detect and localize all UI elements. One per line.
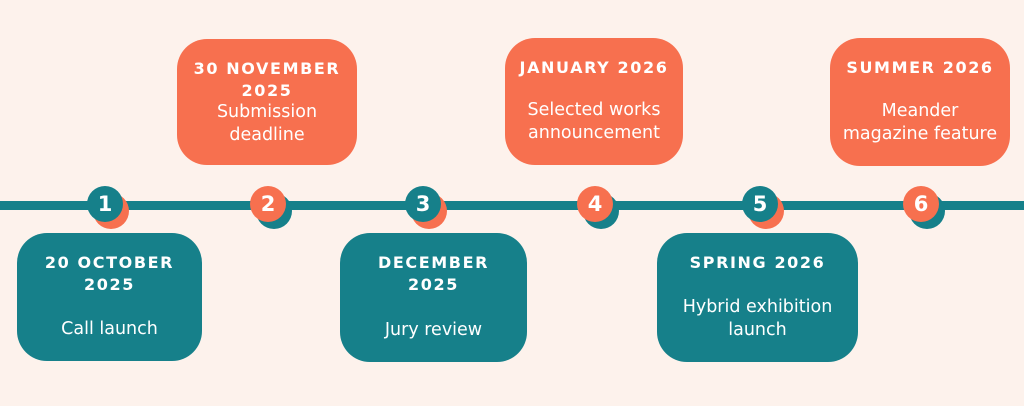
milestone-marker-1: 1 [87,186,123,222]
milestone-label: Meander magazine feature [842,100,998,144]
milestone-label: Call launch [61,318,158,339]
marker-number: 6 [913,191,929,216]
milestone-marker-6: 6 [903,186,939,222]
milestone-date: JANUARY 2026 [519,58,669,77]
marker-number: 2 [260,191,276,216]
milestone-marker-4: 4 [577,186,613,222]
milestone-date: SUMMER 2026 [846,58,994,77]
marker-number: 5 [752,191,768,216]
milestone-card-3: DECEMBER 2025 Jury review [340,233,527,362]
milestone-label: Jury review [384,319,483,340]
timeline-line [0,201,1024,210]
marker-number: 1 [97,191,113,216]
milestone-marker-3: 3 [405,186,441,222]
milestone-marker-2: 2 [250,186,286,222]
milestone-date: 20 OCTOBER 2025 [44,253,175,294]
marker-number: 4 [587,191,603,216]
milestone-marker-5: 5 [742,186,778,222]
milestone-label: Hybrid exhibition launch [682,296,833,340]
milestone-card-2: 30 NOVEMBER 2025 Submission deadline [177,39,357,165]
milestone-card-1: 20 OCTOBER 2025 Call launch [17,233,202,361]
milestone-label: Selected works announcement [527,99,661,143]
milestone-date: DECEMBER 2025 [377,253,490,294]
milestone-label: Submission deadline [216,102,318,146]
milestone-date: 30 NOVEMBER 2025 [193,59,341,100]
milestone-card-6: SUMMER 2026 Meander magazine feature [830,38,1010,166]
milestone-card-5: SPRING 2026 Hybrid exhibition launch [657,233,858,362]
milestone-card-4: JANUARY 2026 Selected works announcement [505,38,683,165]
milestone-date: SPRING 2026 [689,253,826,272]
marker-number: 3 [415,191,431,216]
